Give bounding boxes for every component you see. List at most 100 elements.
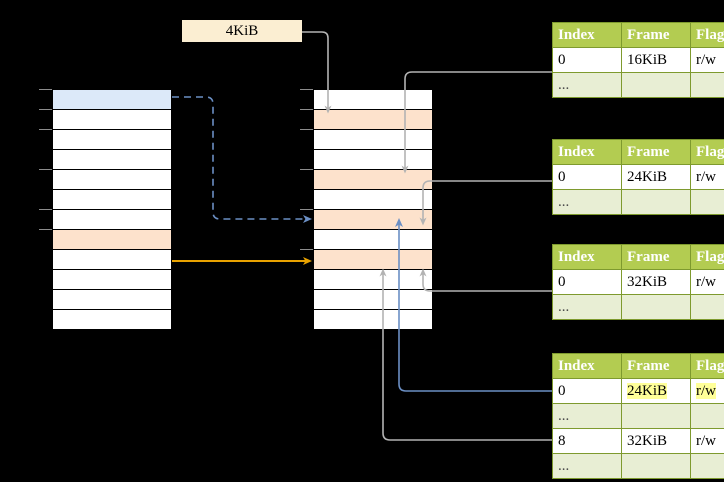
row-tick-mark [300, 109, 313, 110]
column-header-index: Index [552, 139, 622, 165]
virtual-address-space-row [52, 189, 172, 210]
column-header-index: Index [552, 353, 622, 379]
page-size-text: 4KiB [225, 22, 259, 39]
cell-text: ... [558, 407, 570, 424]
page-table-level-4: IndexFrameFlags 0 24KiB r/w... 832KiBr/w... [552, 353, 724, 479]
row-tick-mark [300, 169, 313, 170]
column-header-flags: Flags [690, 244, 724, 270]
column-header-index: Index [552, 244, 622, 270]
virtual-address-space-row [52, 149, 172, 170]
table-cell-frame [621, 453, 691, 479]
row-tick-mark [300, 249, 313, 250]
table-row: ... [552, 403, 724, 429]
table-cell-index: 8 [552, 428, 622, 454]
cell-text: 0 [558, 382, 566, 399]
row-tick-mark [39, 89, 52, 90]
physical-memory-row [313, 169, 433, 190]
virtual-address-space-row [52, 109, 172, 130]
table-row: 0 16KiB r/w [552, 47, 724, 73]
column-header-frame: Frame [621, 139, 691, 165]
cell-text: 24KiB [627, 168, 668, 185]
table-cell-frame: 32KiB [621, 269, 691, 295]
table-cell-flags [690, 189, 724, 215]
table-cell-flags: r/w [690, 428, 724, 454]
physical-memory-row [313, 309, 433, 330]
column-header-flags: Flags [690, 353, 724, 379]
row-tick-mark [300, 209, 313, 210]
table-cell-index: 0 [552, 269, 622, 295]
table-cell-index: ... [552, 189, 622, 215]
column-header-flags: Flags [690, 139, 724, 165]
wire-table2-to-frame [419, 180, 552, 226]
cell-text: 0 [558, 51, 566, 68]
physical-memory-column [300, 89, 433, 330]
row-tick-mark [39, 209, 52, 210]
table-cell-flags [690, 453, 724, 479]
physical-memory-row [313, 269, 433, 290]
physical-memory-row [313, 109, 433, 130]
cell-text: 32KiB [627, 273, 668, 290]
page-table-level-1: IndexFrameFlags016KiBr/w... [552, 22, 724, 98]
row-tick-mark [300, 89, 313, 90]
table-cell-flags [690, 403, 724, 429]
table-cell-frame [621, 294, 691, 320]
cell-text: r/w [696, 432, 716, 449]
cell-text: r/w [696, 273, 716, 290]
virtual-address-space-row [52, 169, 172, 190]
virtual-address-space-row [52, 129, 172, 150]
row-tick-mark [300, 129, 313, 130]
physical-memory-row [313, 249, 433, 270]
row-tick-mark [39, 129, 52, 130]
cell-text: ... [558, 193, 570, 210]
virtual-address-space-row [52, 289, 172, 310]
table-header-row: IndexFrameFlags [552, 139, 724, 165]
table-header-row: IndexFrameFlags [552, 244, 724, 270]
virtual-address-space-row [52, 209, 172, 230]
table-row: 0 24KiB r/w [552, 378, 724, 404]
cell-text: 16KiB [627, 51, 668, 68]
table-row: ... [552, 189, 724, 215]
column-header-flags: Flags [690, 22, 724, 48]
physical-memory-row [313, 229, 433, 250]
table-cell-frame: 24KiB [621, 164, 691, 190]
table-cell-flags [690, 294, 724, 320]
cell-text: 8 [558, 432, 566, 449]
wire-virtual-page-to-physical-frame [172, 96, 312, 223]
table-row: ... [552, 294, 724, 320]
cell-text: r/w [696, 382, 716, 399]
table-cell-frame [621, 403, 691, 429]
cell-text: 0 [558, 168, 566, 185]
page-size-label: 4KiB [182, 20, 302, 42]
table-cell-index: ... [552, 72, 622, 98]
table-cell-index: 0 [552, 164, 622, 190]
virtual-address-space-row [52, 89, 172, 110]
table-cell-frame: 16KiB [621, 47, 691, 73]
table-cell-flags: r/w [690, 378, 724, 404]
physical-memory-row [313, 289, 433, 310]
cell-text: r/w [696, 51, 716, 68]
cell-text: 0 [558, 273, 566, 290]
row-tick-mark [39, 109, 52, 110]
table-row: 0 32KiB r/w [552, 269, 724, 295]
table-cell-frame: 24KiB [621, 378, 691, 404]
column-header-frame: Frame [621, 353, 691, 379]
cell-text: ... [558, 457, 570, 474]
table-cell-index: ... [552, 403, 622, 429]
column-header-frame: Frame [621, 22, 691, 48]
table-cell-flags: r/w [690, 47, 724, 73]
table-cell-index: ... [552, 453, 622, 479]
cell-text: ... [558, 298, 570, 315]
virtual-address-space-row [52, 269, 172, 290]
table-cell-frame [621, 189, 691, 215]
table-header-row: IndexFrameFlags [552, 353, 724, 379]
table-row: ... [552, 72, 724, 98]
table-cell-index: 0 [552, 47, 622, 73]
physical-memory-row [313, 189, 433, 210]
table-cell-flags: r/w [690, 269, 724, 295]
virtual-address-space-row [52, 249, 172, 270]
page-table-level-2: IndexFrameFlags024KiBr/w... [552, 139, 724, 215]
page-table-level-3: IndexFrameFlags 0 32KiB r/w... [552, 244, 724, 320]
